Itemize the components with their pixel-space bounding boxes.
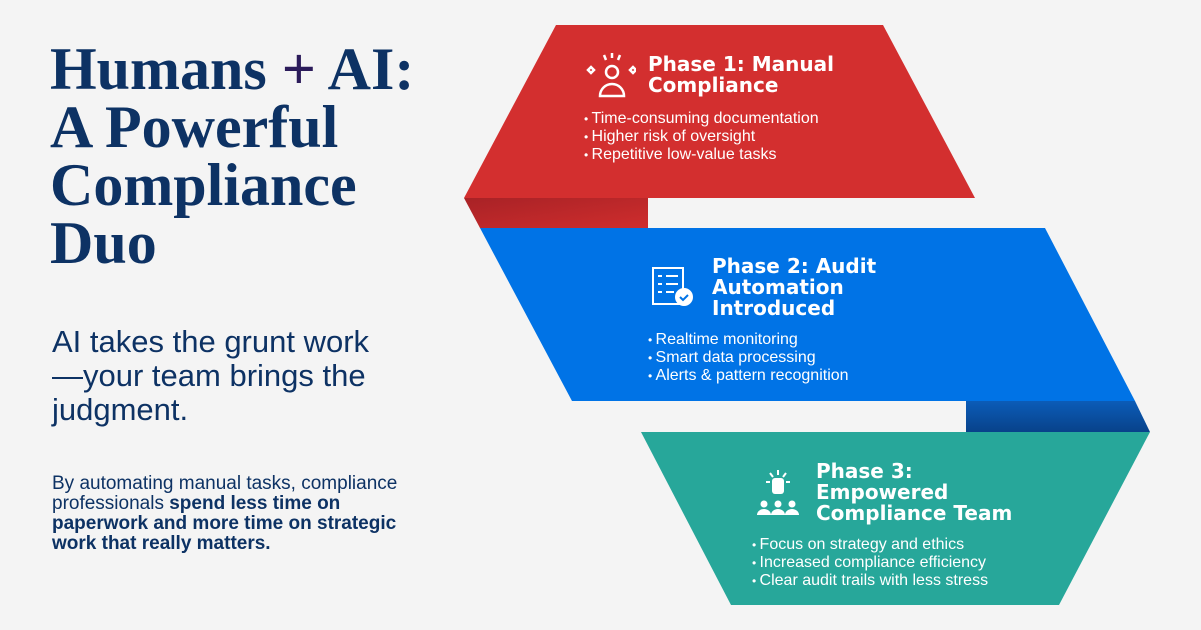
team-raised-hand-icon — [757, 469, 799, 515]
bullet: Increased compliance efficiency — [752, 554, 1046, 572]
phase2-title: Phase 2: Audit Automation Introduced — [712, 254, 877, 320]
bullet: Higher risk of oversight — [584, 128, 838, 146]
phase1-title: Phase 1: Manual Compliance — [648, 52, 834, 97]
phase2-bullets: Realtime monitoring Smart data processin… — [648, 331, 962, 385]
title-line: A Powerful — [50, 94, 339, 160]
stressed-person-icon — [586, 53, 636, 98]
title-line: Compliance — [50, 152, 357, 218]
page-title: Humans + AI: A Powerful Compliance Duo — [50, 39, 414, 273]
bullet: Realtime monitoring — [648, 331, 962, 349]
title-line: AI: — [327, 36, 415, 102]
phase3-bullets: Focus on strategy and ethics Increased c… — [752, 536, 1046, 590]
description: By automating manual tasks, compliance p… — [52, 474, 432, 554]
phase2-shape — [480, 228, 1135, 401]
phase1-panel: Phase 1: Manual Compliance Time-consumin… — [584, 52, 838, 164]
title-line: Humans — [50, 36, 267, 102]
bullet: Time-consuming documentation — [584, 110, 838, 128]
phase3-panel: Phase 3: Empowered Compliance Team Focus… — [752, 461, 1046, 590]
bullet: Clear audit trails with less stress — [752, 572, 1046, 590]
phase1-fold — [464, 198, 648, 228]
phase3-title: Phase 3: Empowered Compliance Team — [816, 459, 1013, 525]
phase2-panel: Phase 2: Audit Automation Introduced Rea… — [648, 256, 962, 385]
bullet: Smart data processing — [648, 349, 962, 367]
plus-sign: + — [281, 36, 316, 102]
title-line: Duo — [50, 210, 157, 276]
phase1-bullets: Time-consuming documentation Higher risk… — [584, 110, 838, 164]
subtitle: AI takes the grunt work—your team brings… — [52, 324, 370, 427]
bullet: Focus on strategy and ethics — [752, 536, 1046, 554]
phase2-fold — [966, 401, 1150, 432]
description-emphasis: spend less time on paperwork and more ti… — [52, 493, 397, 554]
checklist-gear-icon — [652, 266, 693, 306]
bullet: Repetitive low-value tasks — [584, 146, 838, 164]
description-text: By automating manual tasks, compliance p… — [52, 473, 398, 514]
bullet: Alerts & pattern recognition — [648, 367, 962, 385]
